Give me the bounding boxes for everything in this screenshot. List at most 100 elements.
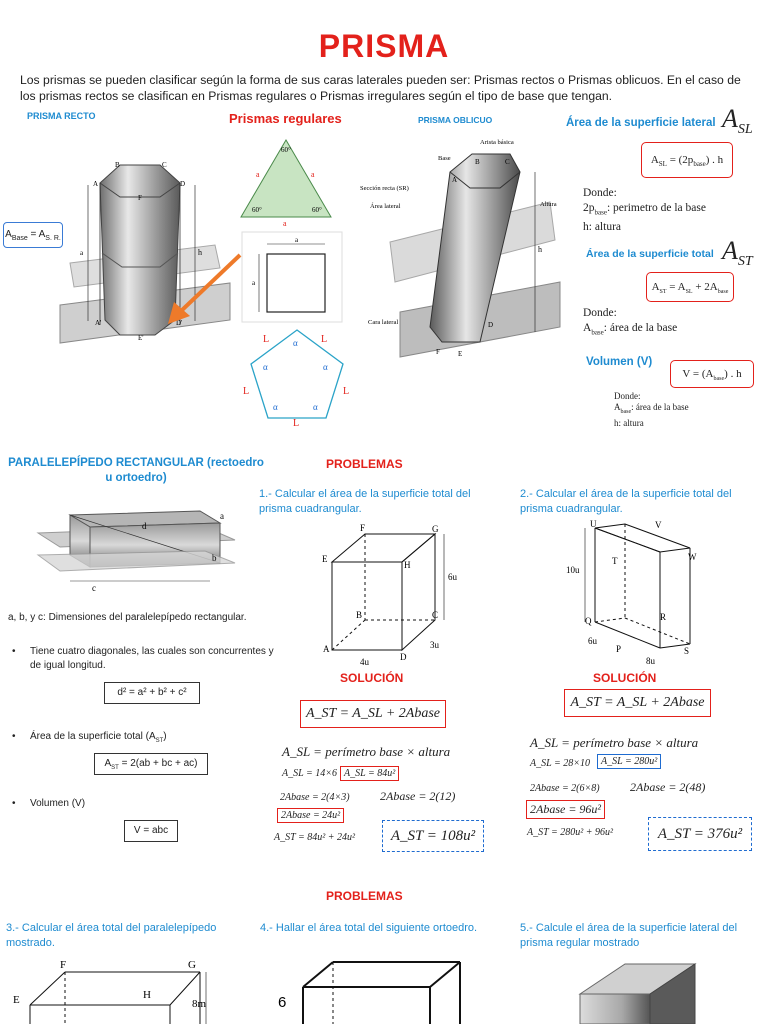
page-title: PRISMA bbox=[318, 28, 450, 64]
svg-text:P: P bbox=[616, 644, 621, 654]
svg-text:E: E bbox=[458, 350, 462, 358]
svg-text:G: G bbox=[188, 959, 196, 971]
bullet1-text: Tiene cuatro diagonales, las cuales son … bbox=[30, 646, 274, 671]
svg-text:B: B bbox=[475, 158, 480, 166]
problem2-line5a: A_ST = 280u² + 96u² bbox=[527, 827, 613, 838]
bullet3-text: Volumen (V) bbox=[30, 798, 86, 809]
asl-formula-box: ASL = (2pbase) . h bbox=[641, 142, 733, 178]
problem1-figure: F G E H B C A D 6u 3u 4u bbox=[322, 523, 458, 667]
prisma-oblicuo-heading: PRISMA OBLICUO bbox=[418, 115, 493, 125]
svg-text:Altura: Altura bbox=[540, 201, 557, 208]
svg-text:Arista básica: Arista básica bbox=[480, 139, 514, 146]
triangle-figure: 60° 60° 60° a a a bbox=[240, 139, 332, 228]
svg-text:Cara lateral: Cara lateral bbox=[368, 319, 398, 326]
svg-text:6u: 6u bbox=[448, 572, 458, 582]
bullet2-text: Área de la superficie total (AST) bbox=[30, 731, 167, 744]
svg-text:R: R bbox=[660, 612, 666, 622]
svg-text:Área lateral: Área lateral bbox=[370, 202, 401, 210]
problem5-figure bbox=[578, 963, 697, 1024]
svg-text:W: W bbox=[688, 552, 697, 562]
svg-text:α: α bbox=[313, 402, 318, 412]
svg-text:10u: 10u bbox=[566, 565, 580, 575]
prismas-regulares-heading: Prismas regulares bbox=[229, 111, 342, 126]
svg-text:α: α bbox=[273, 402, 278, 412]
problem1-line4: 2Abase = 24u² bbox=[277, 808, 345, 823]
volumen-formula-box: V = (Abase) . h bbox=[670, 360, 754, 388]
problem1-line2b: A_SL = 84u² bbox=[340, 766, 400, 781]
svg-text:A: A bbox=[452, 176, 457, 184]
svg-text:C: C bbox=[162, 161, 167, 169]
svg-text:c: c bbox=[92, 583, 96, 593]
svg-text:Q: Q bbox=[585, 616, 592, 626]
svg-text:6u: 6u bbox=[588, 636, 598, 646]
ast-formula-box: AST = ASL + 2Abase bbox=[646, 272, 734, 302]
svg-text:T: T bbox=[612, 556, 618, 566]
svg-text:C: C bbox=[505, 158, 510, 166]
volumen-donde: Donde: Abase: área de la base h: altura bbox=[614, 391, 689, 428]
problem1-line2a: A_SL = 14×6 bbox=[282, 768, 337, 779]
svg-text:H: H bbox=[143, 989, 151, 1001]
svg-text:60°: 60° bbox=[281, 146, 291, 154]
svg-text:4u: 4u bbox=[360, 657, 370, 667]
problem4-figure: 6 bbox=[278, 961, 461, 1024]
orange-arrow bbox=[168, 253, 242, 324]
svg-text:S: S bbox=[684, 646, 689, 656]
svg-text:h: h bbox=[198, 248, 202, 257]
svg-text:D: D bbox=[488, 321, 493, 329]
problem3-figure: F G E H 8m bbox=[13, 959, 207, 1024]
ast-symbol: AST bbox=[722, 236, 753, 270]
asl-symbol: ASL bbox=[722, 104, 753, 138]
problem2-text: 2.- Calcular el área de la superficie to… bbox=[520, 488, 732, 515]
ast-donde: Donde: Abase: área de la base bbox=[583, 307, 678, 337]
svg-text:F: F bbox=[138, 194, 142, 202]
area-lateral-heading: Área de la superficie lateral bbox=[566, 117, 716, 129]
asl-donde: Donde: 2pbase: perimetro de la base h: a… bbox=[583, 187, 706, 234]
svg-text:60°: 60° bbox=[252, 206, 262, 214]
svg-text:a: a bbox=[283, 219, 287, 228]
problem1-text: 1.- Calcular el área de la superficie to… bbox=[259, 488, 471, 515]
svg-text:8m: 8m bbox=[192, 998, 207, 1010]
svg-text:L: L bbox=[343, 386, 349, 397]
svg-text:G: G bbox=[432, 524, 439, 534]
svg-text:D': D' bbox=[176, 319, 182, 327]
svg-text:L: L bbox=[321, 334, 327, 345]
problem2-line2b: A_SL = 280u² bbox=[597, 754, 662, 769]
svg-text:D: D bbox=[400, 652, 407, 662]
problem1-line5b: A_ST = 108u² bbox=[382, 820, 484, 852]
svg-text:6: 6 bbox=[278, 994, 286, 1011]
problem1-line1: A_SL = perímetro base × altura bbox=[282, 744, 451, 759]
svg-text:Sección recta (SR): Sección recta (SR) bbox=[360, 185, 409, 192]
svg-text:d: d bbox=[142, 521, 147, 531]
svg-text:D: D bbox=[180, 180, 185, 188]
svg-text:a: a bbox=[252, 279, 256, 287]
svg-text:L: L bbox=[243, 386, 249, 397]
svg-text:a: a bbox=[80, 249, 84, 257]
prisma-oblicuo-figure: Arista básica Base Sección recta (SR) Ár… bbox=[360, 139, 561, 358]
svg-text:a: a bbox=[311, 170, 315, 179]
svg-text:U: U bbox=[590, 519, 597, 529]
problem1-solucion: SOLUCIÓN bbox=[340, 671, 404, 685]
problem1-line3b: 2Abase = 2(12) bbox=[380, 789, 456, 803]
intro-paragraph: Los prismas se pueden clasificar según l… bbox=[20, 73, 741, 103]
abase-box: ABase = AS. R. bbox=[3, 222, 63, 248]
prisma-recto-heading: PRISMA RECTO bbox=[27, 111, 96, 121]
problemas-heading-2: PROBLEMAS bbox=[326, 889, 403, 903]
area-total-formula-box: AST = 2(ab + bc + ac) bbox=[94, 753, 208, 775]
svg-text:L: L bbox=[263, 334, 269, 345]
svg-text:F: F bbox=[436, 348, 440, 356]
problem2-main-formula: A_ST = A_SL + 2Abase bbox=[564, 689, 711, 717]
problem1-main-formula: A_ST = A_SL + 2Abase bbox=[300, 700, 446, 728]
svg-text:α: α bbox=[293, 338, 298, 348]
problem2-line3b: 2Abase = 2(48) bbox=[630, 780, 706, 794]
problem2-line3a: 2Abase = 2(6×8) bbox=[530, 783, 600, 794]
volumen-formula-plain-box: V = abc bbox=[124, 820, 178, 842]
svg-text:E': E' bbox=[138, 334, 144, 342]
paralelepipedo-figure: a b d c bbox=[36, 510, 236, 593]
svg-text:A: A bbox=[323, 644, 330, 654]
svg-text:E: E bbox=[13, 994, 20, 1006]
svg-text:E: E bbox=[322, 554, 328, 564]
problem2-solucion: SOLUCIÓN bbox=[593, 671, 657, 685]
problem2-line5b: A_ST = 376u² bbox=[648, 817, 752, 851]
svg-text:Base: Base bbox=[438, 155, 451, 162]
svg-text:L: L bbox=[293, 418, 299, 429]
